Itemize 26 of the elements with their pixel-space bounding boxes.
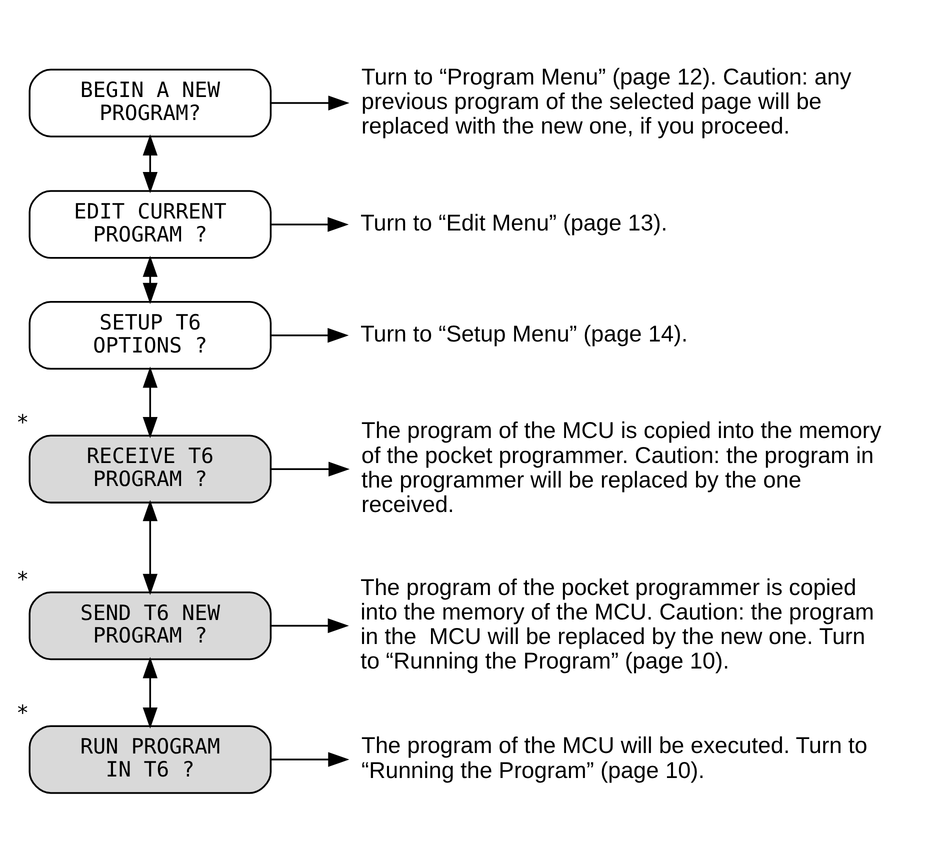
node-text: The program of the MCU is copied into the memory of the pocket programmer. Caution: the program in the programmer will be replaced by the one received. [361,417,882,518]
node-box: RUN PROGRAM IN T6 ? [28,725,272,794]
arrow [270,96,350,110]
node-box: SETUP T6 OPTIONS ? [28,301,272,370]
node-box: RECEIVE T6 PROGRAM ? [28,434,272,504]
node-text: Turn to “Program Menu” (page 12). Caution: any previous program of the selected page will be replaced with the new one, if you proceed. [361,63,852,139]
arrow [270,462,350,477]
node-text: Turn to “Setup Menu” (page 14). [360,320,688,346]
node-text: The program of the pocket programmer is copied into the memory of the MCU. Caution: the program in the MCU will be replaced by the new one. Turn to “Running the Program” (page 10). [360,574,874,674]
arrow [142,657,158,729]
node-label: * [16,410,29,435]
node-box: EDIT CURRENT PROGRAM ? [28,190,272,259]
arrow [142,134,158,194]
arrow [142,366,158,438]
node-box: BEGIN A NEW PROGRAM? [28,68,272,138]
node-box: SEND T6 NEW PROGRAM ? [28,591,272,660]
node-text: The program of the MCU will be executed. Turn to “Running the Program” (page 10). [361,732,868,783]
node-text: Turn to “Edit Menu” (page 13). [360,209,668,236]
arrow [142,500,158,595]
arrow [271,328,349,343]
arrow [270,618,349,634]
node-label: * [16,700,29,726]
arrow [142,256,158,304]
arrow [270,752,350,767]
node-label: * [16,566,29,592]
arrow [271,217,349,232]
